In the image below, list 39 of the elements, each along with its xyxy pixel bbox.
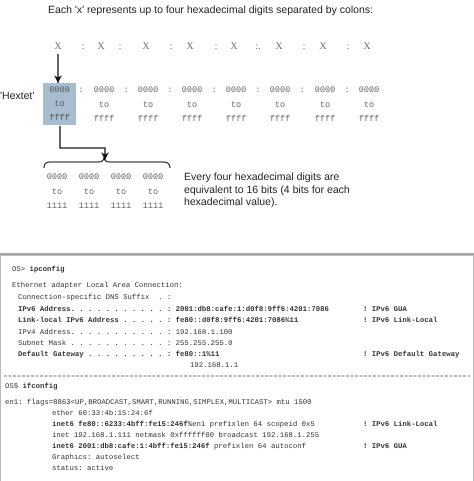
x-symbol: X	[362, 41, 372, 53]
hextet-range: 0000 to ffff	[224, 84, 248, 126]
colon-separator: :.	[254, 41, 262, 53]
explanation-text: Every four hexadecimal digits are equivalent to 16 bits (4 bits for each hexadecimal value).	[184, 171, 351, 208]
hextet-range: 0000 to ffff	[268, 84, 292, 126]
colon-separator: :	[118, 41, 122, 53]
x-symbol: X	[185, 41, 195, 53]
hextet-range: 0000 to ffff	[136, 84, 160, 126]
binary-range: 0000 to 1111	[46, 171, 68, 213]
x-symbol: X	[229, 41, 239, 53]
colon-separator: :	[77, 84, 85, 97]
colon-separator: :	[343, 84, 351, 97]
x-symbol: X	[96, 41, 106, 53]
hextet-range: 0000 to ffff	[314, 84, 336, 126]
x-symbol: X	[318, 41, 328, 53]
hextet-range: 0000 to ffff	[180, 84, 204, 126]
x-symbol: X	[274, 41, 284, 53]
x-symbol: X	[48, 41, 68, 53]
colon-separator: :	[302, 41, 306, 53]
hextet-label: 'Hextet'	[0, 90, 34, 103]
title: Each 'x' represents up to four hexadecimal digits separated by colons:	[48, 4, 374, 17]
colon-separator: :	[166, 84, 174, 97]
binary-range: 0000 to 1111	[142, 171, 164, 213]
colon-separator: :	[214, 41, 218, 53]
colon-separator: :	[80, 41, 86, 53]
arrow	[54, 54, 62, 83]
binary-range: 0000 to 1111	[78, 171, 100, 213]
colon-separator: :	[168, 41, 174, 53]
hextet-range: 0000 to ffff	[92, 84, 116, 126]
colon-separator: :	[346, 41, 350, 53]
hextet-range: 0000 to ffff	[358, 84, 380, 126]
arrow	[59, 126, 109, 160]
highlighted-hextet: 0000 to ffff	[43, 83, 76, 125]
colon-separator: :	[210, 84, 218, 97]
binary-range: 0000 to 1111	[110, 171, 132, 213]
colon-separator: :	[298, 84, 306, 97]
x-symbol: X	[141, 41, 151, 53]
colon-separator: :	[254, 84, 262, 97]
colon-separator: :	[122, 84, 130, 97]
